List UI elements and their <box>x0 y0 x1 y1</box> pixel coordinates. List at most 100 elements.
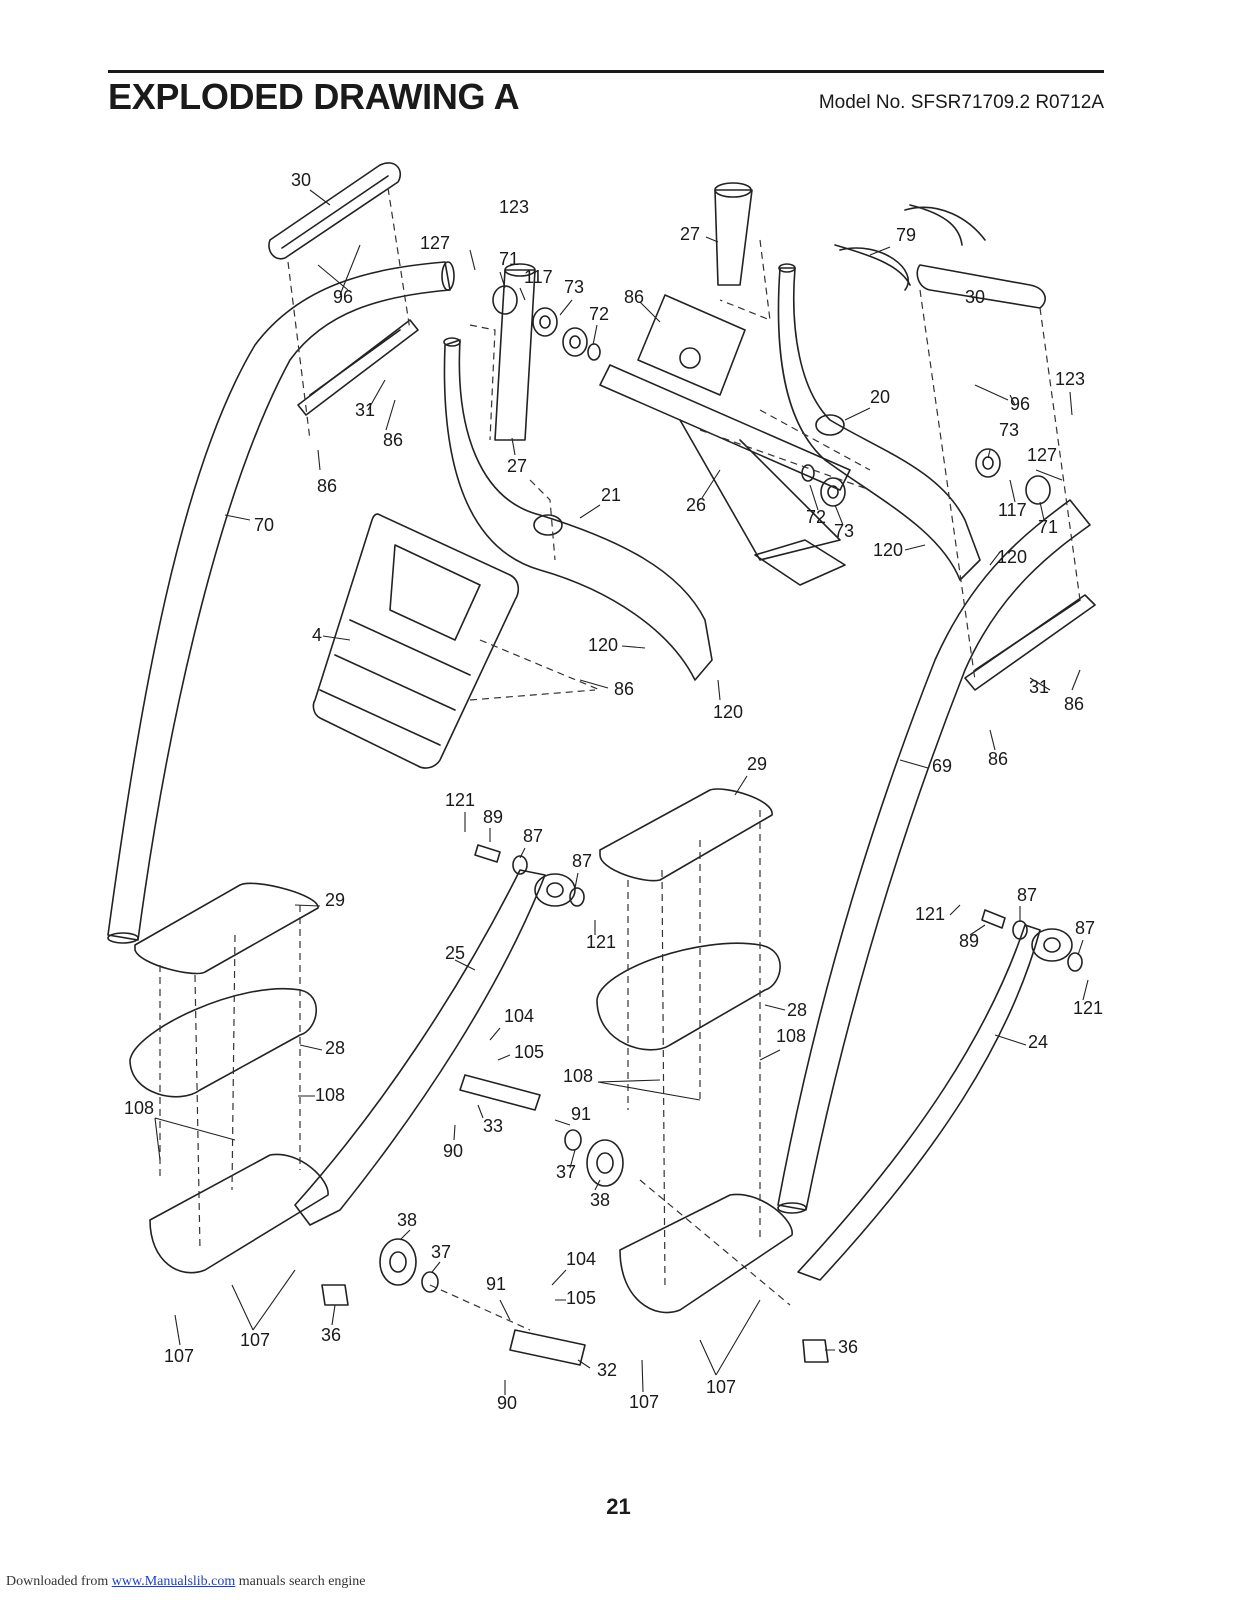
callout-27: 27 <box>507 456 527 476</box>
callout-107: 107 <box>629 1392 659 1412</box>
callout-72: 72 <box>589 304 609 324</box>
callout-33: 33 <box>483 1116 503 1136</box>
callout-108: 108 <box>124 1098 154 1118</box>
pivot-axle-26 <box>599 364 851 491</box>
callout-87: 87 <box>1017 885 1037 905</box>
platform-left <box>149 1153 329 1274</box>
callout-96: 96 <box>333 287 353 307</box>
callout-86: 86 <box>988 749 1008 769</box>
callout-25: 25 <box>445 943 465 963</box>
callout-29: 29 <box>325 890 345 910</box>
callout-105: 105 <box>514 1042 544 1062</box>
bearing-73-right <box>975 448 1001 478</box>
callout-91: 91 <box>486 1274 506 1294</box>
pedal-arm-25 <box>294 869 546 1226</box>
arm-20 <box>777 267 981 581</box>
callout-79: 79 <box>896 225 916 245</box>
footer: Downloaded from www.Manualslib.com manua… <box>6 1574 366 1590</box>
console-4 <box>312 513 520 769</box>
callout-86: 86 <box>614 679 634 699</box>
callout-87: 87 <box>572 851 592 871</box>
callout-120: 120 <box>997 547 1027 567</box>
wire-79 <box>834 204 986 291</box>
wheel-38-low <box>379 1238 417 1286</box>
callout-70: 70 <box>254 515 274 535</box>
callout-73: 73 <box>834 521 854 541</box>
callout-89: 89 <box>959 931 979 951</box>
callout-107: 107 <box>240 1330 270 1350</box>
callout-36: 36 <box>838 1337 858 1357</box>
wheel-38-mid <box>586 1139 624 1187</box>
callout-87: 87 <box>1075 918 1095 938</box>
bushing-71-right <box>1025 475 1051 505</box>
callout-86: 86 <box>624 287 644 307</box>
page-number: 21 <box>606 1494 631 1519</box>
callout-73: 73 <box>999 420 1019 440</box>
callout-69: 69 <box>932 756 952 776</box>
callout-20: 20 <box>870 387 890 407</box>
bracket-plate <box>637 294 746 396</box>
callout-28: 28 <box>325 1038 345 1058</box>
arm-21 <box>443 339 713 681</box>
pedal-arm-24 <box>797 924 1041 1281</box>
bracket-32 <box>509 1329 586 1366</box>
callout-105: 105 <box>566 1288 596 1308</box>
callout-121: 121 <box>586 932 616 952</box>
callout-29: 29 <box>747 754 767 774</box>
callout-107: 107 <box>706 1377 736 1397</box>
pedal-28-right <box>596 942 781 1051</box>
callout-108: 108 <box>776 1026 806 1046</box>
callout-87: 87 <box>523 826 543 846</box>
callout-90: 90 <box>497 1393 517 1413</box>
callout-32: 32 <box>597 1360 617 1380</box>
callout-91: 91 <box>571 1104 591 1124</box>
callout-120: 120 <box>588 635 618 655</box>
callout-127: 127 <box>1027 445 1057 465</box>
pedal-29-right <box>599 788 773 882</box>
grip-27-right <box>714 189 753 286</box>
platform-right <box>619 1193 793 1314</box>
callout-120: 120 <box>713 702 743 722</box>
callout-104: 104 <box>504 1006 534 1026</box>
axle-89-left <box>474 844 501 863</box>
callout-30: 30 <box>291 170 311 190</box>
callout-36: 36 <box>321 1325 341 1345</box>
callout-73: 73 <box>564 277 584 297</box>
shroud-31-right <box>964 594 1096 691</box>
model-number: Model No. SFSR71709.2 R0712A <box>818 92 1104 113</box>
bracket-33 <box>459 1074 541 1111</box>
callout-4: 4 <box>312 625 322 645</box>
callout-72: 72 <box>806 507 826 527</box>
callout-108: 108 <box>315 1085 345 1105</box>
axle-89-right <box>981 909 1006 929</box>
callout-108: 108 <box>563 1066 593 1086</box>
bearing-73-left <box>532 307 558 337</box>
callout-71: 71 <box>1038 517 1058 537</box>
grip-27-left <box>494 269 536 441</box>
callout-28: 28 <box>787 1000 807 1020</box>
callout-38: 38 <box>397 1210 417 1230</box>
callout-71: 71 <box>499 249 519 269</box>
callout-104: 104 <box>566 1249 596 1269</box>
callout-117: 117 <box>524 267 553 287</box>
callout-27: 27 <box>680 224 700 244</box>
pedal-29-left <box>134 882 319 975</box>
callout-96: 96 <box>1010 394 1030 414</box>
callout-86: 86 <box>1064 694 1084 714</box>
bearing-73-left-2 <box>562 327 588 357</box>
footer-suffix: manuals search engine <box>235 1574 366 1589</box>
bushing-71-left <box>492 285 518 315</box>
manualslib-link[interactable]: www.Manualslib.com <box>111 1574 236 1589</box>
callout-37: 37 <box>556 1162 576 1182</box>
callout-107: 107 <box>164 1346 194 1366</box>
callout-86: 86 <box>317 476 337 496</box>
callout-38: 38 <box>590 1190 610 1210</box>
callout-121: 121 <box>1073 998 1103 1018</box>
clip-36-left <box>321 1284 349 1306</box>
callout-117: 117 <box>998 500 1027 520</box>
callout-26: 26 <box>686 495 706 515</box>
callout-24: 24 <box>1028 1032 1048 1052</box>
clip-36-right <box>802 1339 829 1363</box>
shroud-31-left <box>297 319 419 416</box>
